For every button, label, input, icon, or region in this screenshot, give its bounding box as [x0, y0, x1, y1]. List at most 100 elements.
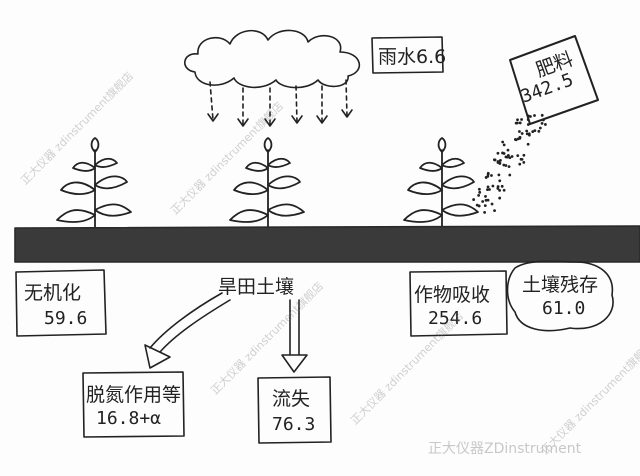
- fertilizer-granule: [481, 200, 485, 203]
- fertilizer-granule: [542, 118, 545, 122]
- rain-box: [371, 36, 444, 74]
- fertilizer-granule: [490, 174, 493, 177]
- fertilizer-granule: [477, 193, 481, 197]
- fertilizer-granules: [472, 113, 547, 214]
- fertilizer-granule: [486, 198, 490, 202]
- fertilizer-granule: [477, 187, 481, 191]
- fertilizer-granule: [518, 121, 522, 125]
- fertilizer-granule: [486, 188, 489, 192]
- fertilizer-granule: [525, 129, 529, 133]
- fertilizer-granule: [486, 171, 490, 175]
- plants: [56, 137, 479, 229]
- fertilizer-granule: [484, 198, 488, 202]
- plant-icon: [229, 137, 305, 229]
- fertilizer-granule: [540, 121, 544, 125]
- fertilizer-granule: [486, 185, 490, 189]
- fertilizer-granule: [502, 188, 506, 192]
- fertilizer-granule: [507, 165, 511, 169]
- mineralization-label: 无机化: [24, 282, 82, 304]
- crop-uptake-value: 254.6: [428, 308, 483, 329]
- fertilizer-granule: [491, 184, 495, 188]
- fertilizer-granule: [498, 161, 502, 165]
- fertilizer-granule: [502, 143, 506, 147]
- fertilizer-granule: [508, 173, 512, 177]
- fertilizer-granule: [486, 174, 490, 178]
- fertilizer-granule: [516, 121, 519, 125]
- fertilizer-granule: [508, 156, 512, 160]
- fertilizer-granule: [496, 187, 500, 190]
- soil-residual-value: 61.0: [542, 298, 586, 319]
- fertilizer-granule: [537, 129, 541, 133]
- fertilizer-granule: [483, 204, 487, 208]
- brand-watermark: 正大仪器ZDinstrument: [428, 441, 582, 457]
- fertilizer-granule: [498, 188, 502, 192]
- fertilizer-granule: [516, 118, 519, 122]
- fertilizer-granule: [475, 203, 479, 207]
- fertilizer-granule: [502, 152, 506, 155]
- fertilizer-granule: [498, 179, 502, 183]
- fertilizer-granule: [497, 173, 501, 177]
- fertilizer-granule: [516, 137, 520, 141]
- fertilizer-granule: [500, 184, 504, 188]
- fertilizer-granule: [518, 162, 522, 166]
- fertilizer-granule: [522, 161, 526, 164]
- plant-icon: [403, 137, 479, 229]
- fertilizer-granule: [533, 114, 536, 117]
- fertilizer-granule: [518, 130, 521, 133]
- runoff-box: [257, 376, 332, 444]
- soil-label: 旱田土壤: [218, 276, 295, 298]
- fertilizer-granule: [483, 210, 487, 214]
- double-arrow-to-runoff: [281, 299, 308, 373]
- fertilizer-granule: [520, 118, 523, 121]
- fertilizer-granule: [504, 164, 508, 167]
- fertilizer-granule: [525, 132, 529, 136]
- fertilizer-granule: [520, 132, 524, 135]
- rain-arrowheads: [207, 109, 353, 127]
- soil-band: [14, 225, 640, 263]
- fertilizer-granule: [544, 123, 547, 126]
- fertilizer-bag: [509, 35, 599, 125]
- rain-label: 雨水6.6: [378, 46, 447, 68]
- runoff-label: 流失: [272, 388, 311, 410]
- fertilizer-granule: [531, 130, 535, 134]
- mineralization-value: 59.6: [44, 308, 88, 329]
- fertilizer-granule: [478, 190, 482, 194]
- fertilizer-granule: [484, 194, 487, 198]
- fertilizer-granule: [527, 133, 531, 137]
- crop-uptake-label: 作物吸收: [414, 284, 491, 306]
- fertilizer-granule: [496, 151, 500, 155]
- fertilizer-granule: [493, 158, 497, 162]
- fertilizer-granule: [506, 148, 510, 152]
- fertilizer-granule: [516, 154, 520, 158]
- denitrification-box: [82, 371, 185, 438]
- rain-arrows: [209, 79, 348, 126]
- fertilizer-granule: [499, 158, 502, 162]
- fertilizer-granule: [520, 157, 524, 161]
- denitrification-label: 脱氮作用等: [86, 384, 182, 406]
- plant-icon: [56, 137, 132, 229]
- fertilizer-granule: [526, 118, 530, 121]
- fertilizer-granule: [538, 126, 542, 130]
- fertilizer-granule: [505, 155, 509, 159]
- fertilizer-granule: [522, 153, 526, 157]
- crop-uptake-box: [409, 270, 508, 337]
- fertilizer-granule: [540, 113, 544, 117]
- fertilizer-granule: [502, 163, 506, 167]
- fertilizer-granule: [513, 138, 517, 141]
- fertilizer-granule: [498, 196, 502, 200]
- fertilizer-granule: [472, 198, 476, 201]
- fertilizer-granule: [526, 142, 530, 146]
- fertilizer-granule: [510, 155, 514, 158]
- mineralization-box: [15, 269, 107, 337]
- fertilizer-granule: [493, 209, 496, 212]
- soil-residual-label: 土壤残存: [522, 274, 599, 296]
- cloud-icon: [184, 29, 360, 89]
- fertilizer-granule: [529, 115, 532, 118]
- denitrification-value: 16.8+α: [96, 408, 162, 429]
- fertilizer-granule: [490, 202, 494, 206]
- fertilizer-granule: [533, 129, 537, 132]
- soil-residual-bubble: [506, 260, 614, 332]
- curved-arrow-to-denitrification: [144, 292, 231, 369]
